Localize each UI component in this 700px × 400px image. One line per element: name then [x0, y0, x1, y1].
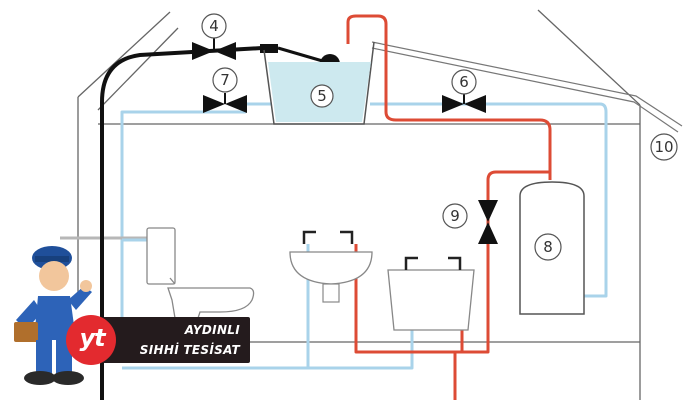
tank-5-label: 5: [317, 87, 327, 105]
vent-pipe-10: [371, 41, 683, 133]
hot-pipe-main: [354, 170, 550, 354]
toilet-cistern: [146, 227, 176, 285]
valve-4-label: 4: [209, 17, 219, 35]
yt-logo-text: yt: [79, 324, 105, 352]
company-badge: AYDINLI SIHHİ TESİSAT yt: [66, 315, 250, 365]
vent-10-label: 10: [654, 138, 673, 156]
toilet-fixture: [146, 227, 255, 325]
valve-9: 9: [442, 200, 498, 244]
float-arm-joint: [260, 44, 278, 53]
toilet-bowl: [167, 287, 255, 325]
sink-basin: [289, 251, 373, 285]
vent-10: 10: [650, 133, 678, 161]
valve-9-label: 9: [450, 207, 460, 225]
bathtub-fixture: [387, 256, 475, 331]
roof-left-inner: [97, 27, 179, 111]
valve-7-label: 7: [220, 71, 230, 89]
bathtub-body: [387, 269, 475, 331]
valve-4: 4: [192, 13, 236, 60]
float-arm: [277, 46, 327, 64]
valve-7: 7: [203, 67, 247, 113]
storage-tank-5: 5: [263, 41, 375, 125]
water-heater-8: 8: [519, 181, 585, 315]
valve-6-label: 6: [459, 73, 469, 91]
cold-pipe-right-loop: [370, 102, 608, 298]
company-name-line1: AYDINLI: [184, 323, 240, 337]
valve-6: 6: [442, 69, 486, 113]
badge-plate: AYDINLI SIHHİ TESİSAT: [100, 317, 250, 363]
yt-logo: yt: [66, 315, 116, 365]
sink-fixture: [289, 230, 373, 303]
bathtub-taps: [404, 256, 462, 270]
heater-8-label: 8: [543, 238, 553, 256]
hot-pipe-top: [346, 14, 552, 180]
sink-taps: [302, 230, 354, 244]
sink-pedestal: [322, 283, 340, 303]
roof-right-outer: [537, 9, 641, 106]
main-supply-line: [100, 46, 263, 400]
roof-left-outer: [77, 11, 171, 98]
plumber-mascot-illustration: [14, 246, 92, 385]
company-name-line2: SIHHİ TESİSAT: [139, 343, 240, 357]
